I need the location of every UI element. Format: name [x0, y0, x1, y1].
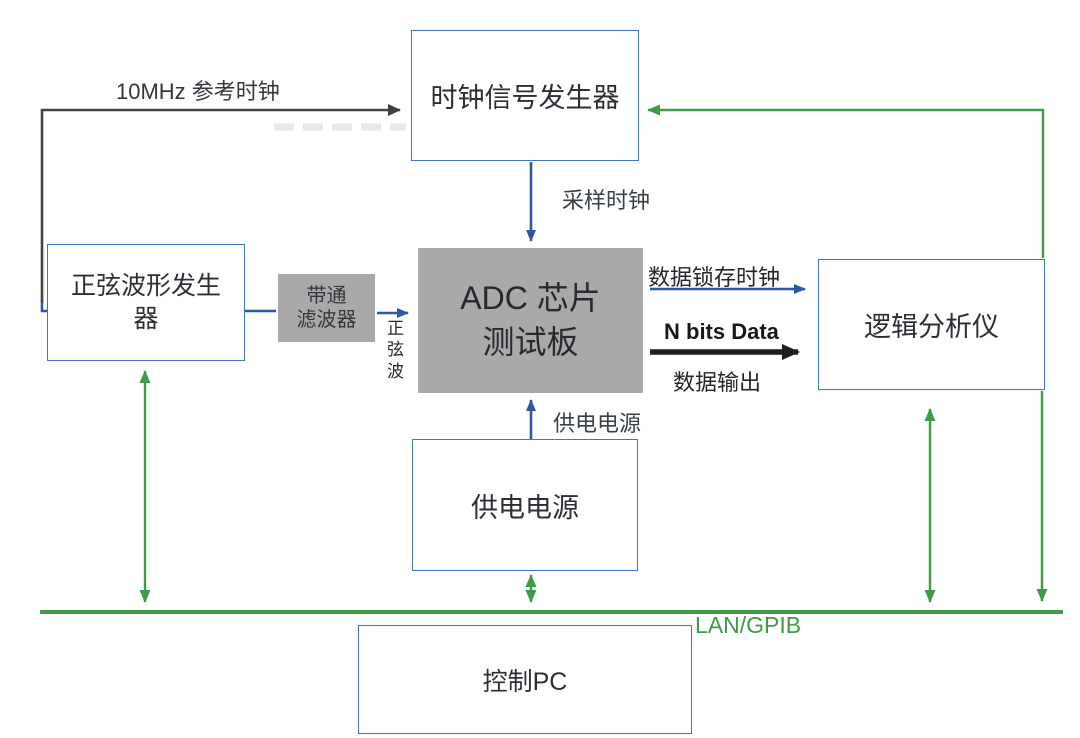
clock-generator-label: 时钟信号发生器	[430, 83, 620, 113]
label-lan-gpib: LAN/GPIB	[695, 612, 802, 638]
label-ref-clock: 10MHz 参考时钟	[116, 79, 280, 104]
label-data-latch-clock: 数据锁存时钟	[648, 265, 781, 290]
label-n-bits-data: N bits Data	[664, 319, 779, 344]
node-control-pc: 控制PC	[358, 625, 692, 734]
label-power: 供电电源	[553, 411, 642, 436]
label-sine-wave: 正弦波	[387, 319, 404, 381]
node-logic-analyzer: 逻辑分析仪	[818, 259, 1045, 390]
power-supply-label: 供电电源	[471, 492, 579, 523]
node-sine-generator: 正弦波形发生器	[47, 244, 245, 361]
node-bandpass-filter: 带通 滤波器	[278, 274, 375, 342]
bandpass-filter-label: 带通 滤波器	[296, 285, 357, 331]
node-adc-test-board: ADC 芯片 测试板	[418, 248, 643, 393]
control-pc-label: 控制PC	[482, 667, 568, 696]
logic-analyzer-label: 逻辑分析仪	[864, 312, 999, 342]
edge-logic-analyzer-to-clock	[647, 104, 1045, 258]
label-sample-clock: 采样时钟	[562, 188, 651, 213]
sine-generator-label: 正弦波形发生器	[70, 272, 221, 333]
node-power-supply: 供电电源	[412, 439, 638, 571]
edge-ref-clock	[40, 104, 401, 313]
node-clock-generator: 时钟信号发生器	[411, 30, 639, 161]
adc-test-board-label: ADC 芯片 测试板	[460, 280, 601, 360]
label-data-output: 数据输出	[673, 370, 762, 395]
